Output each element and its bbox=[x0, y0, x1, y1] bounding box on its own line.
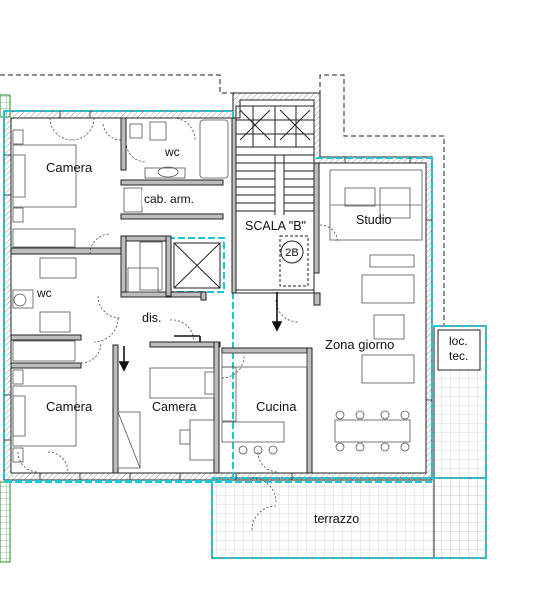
label-wc-left: wc bbox=[36, 286, 52, 300]
upper-floor-outline bbox=[0, 74, 445, 325]
label-camera-bottom: Camera bbox=[46, 399, 93, 414]
stair-badge-label: 2B bbox=[285, 247, 298, 259]
label-tec: tec. bbox=[449, 349, 468, 363]
label-scala: SCALA "B" bbox=[245, 219, 306, 233]
doors bbox=[17, 117, 339, 531]
label-zona-giorno: Zona giorno bbox=[325, 337, 394, 352]
label-studio: Studio bbox=[356, 213, 391, 227]
label-cucina: Cucina bbox=[256, 399, 297, 414]
label-terrazzo: terrazzo bbox=[314, 512, 359, 526]
stairwell bbox=[235, 105, 315, 294]
label-cab-arm: cab. arm. bbox=[144, 192, 194, 206]
label-dis: dis. bbox=[142, 311, 161, 325]
windows bbox=[4, 111, 432, 480]
label-camera-mid: Camera bbox=[152, 400, 197, 414]
label-wc-top: wc bbox=[164, 145, 180, 159]
stair-badge: 2B bbox=[280, 240, 304, 264]
interior-walls bbox=[10, 117, 321, 474]
label-loc: loc. bbox=[449, 334, 468, 348]
entry-arrows bbox=[118, 292, 283, 372]
furniture bbox=[12, 119, 423, 469]
room-labels: Camera wc cab. arm. SCALA "B" Studio wc … bbox=[36, 145, 468, 526]
elevator-shaft bbox=[173, 242, 221, 289]
terrazzo-area bbox=[211, 325, 487, 559]
label-camera-top: Camera bbox=[46, 160, 93, 175]
